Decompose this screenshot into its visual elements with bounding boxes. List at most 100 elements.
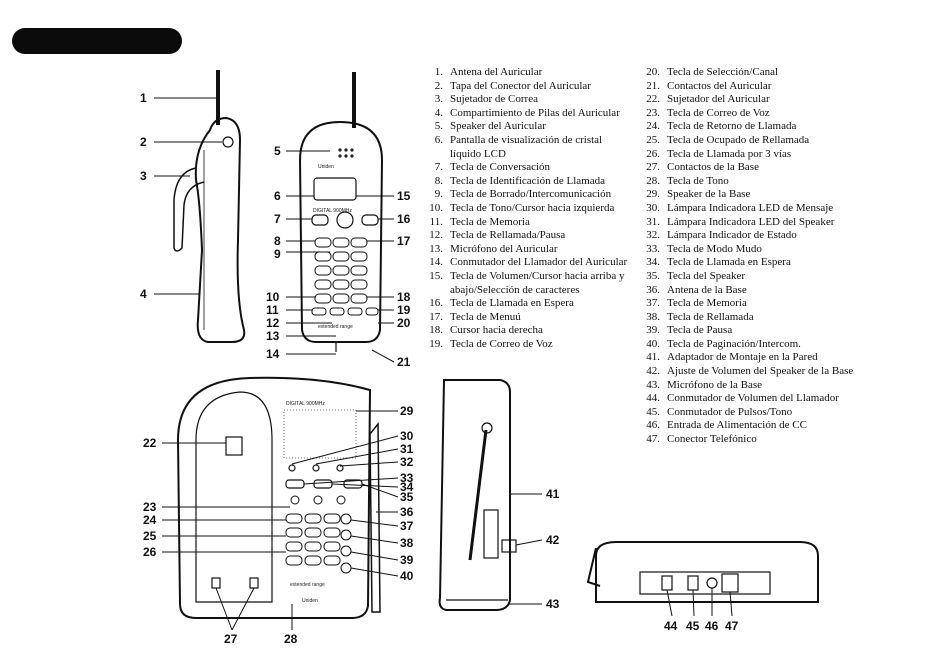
callout-27: 27 (224, 632, 238, 646)
parts-list-text: Tecla de Retorno de Llamada (667, 120, 797, 133)
callout-13: 13 (266, 329, 280, 343)
parts-list-number: 47. (646, 433, 660, 446)
parts-list-text: Tecla de Paginación/Intercom. (667, 337, 801, 350)
parts-list-text: Speaker del Auricular (450, 120, 546, 133)
parts-list-text: Lámpara Indicador de Estado (667, 229, 797, 242)
parts-list-number: 41. (646, 351, 660, 364)
parts-list-number: 7. (434, 161, 443, 174)
parts-list-number: 9. (434, 188, 443, 201)
parts-list-number: 22. (646, 93, 660, 106)
callout-36: 36 (400, 505, 414, 519)
parts-list-item: 29.Speaker de la Base (640, 188, 870, 202)
callout-12: 12 (266, 316, 280, 330)
parts-list-number: 37. (646, 297, 660, 310)
parts-list-item: 30.Lámpara Indicadora LED de Mensaje (640, 202, 870, 216)
parts-list-number: 34. (646, 256, 660, 269)
parts-list-text: Cursor hacia derecha (450, 324, 543, 337)
parts-list-number: 23. (646, 106, 660, 119)
parts-list-item: 3. Sujetador de Correa (423, 93, 643, 107)
parts-list-item: 25.Tecla de Ocupado de Rellamada (640, 134, 870, 148)
parts-list-text: Tecla de Selección/Canal (667, 66, 779, 78)
callout-9: 9 (274, 247, 281, 261)
parts-list-item: 32.Lámpara Indicador de Estado (640, 229, 870, 243)
callout-45: 45 (686, 619, 700, 633)
callout-4: 4 (140, 287, 147, 301)
callout-11: 11 (266, 303, 279, 317)
callout-18: 18 (397, 290, 411, 304)
parts-list-item: 1.Antena del Auricular (423, 66, 643, 80)
parts-list-item: 17.Tecla de Menuú (423, 311, 643, 325)
parts-list-number: 40. (646, 337, 660, 350)
parts-list-item: 27.Contactos de la Base (640, 161, 870, 175)
parts-list-item: 47. Conector Telefónico (640, 433, 870, 447)
parts-list-item: 33.Tecla de Modo Mudo (640, 243, 870, 257)
parts-list-text: Tecla de Memoria (667, 297, 747, 310)
base-front-view: DIGITAL 900MHz extended range Uniden (176, 376, 381, 619)
callout-7: 7 (274, 212, 281, 226)
parts-list-number: 4. (434, 106, 443, 119)
parts-list-number: 20. (646, 66, 660, 78)
parts-list-number: 3. (434, 93, 443, 106)
parts-list-item: 20. Tecla de Selección/Canal (640, 66, 870, 80)
parts-list-text: Contactos del Auricular (667, 79, 772, 92)
parts-list-text: Tecla de Menuú (450, 310, 521, 323)
parts-list-number: 21. (646, 79, 660, 92)
parts-list-text: Tecla de Identificación de Llamada (450, 174, 605, 187)
callout-2: 2 (140, 135, 147, 149)
parts-list-text: Conector Telefónico (667, 433, 757, 446)
callout-leaders (154, 97, 733, 631)
callout-34: 34 (400, 480, 414, 494)
parts-list-number: 45. (646, 405, 660, 418)
callout-41: 41 (546, 487, 560, 501)
callout-21: 21 (397, 355, 411, 369)
base-range-label: extended range (290, 582, 325, 588)
callout-29: 29 (400, 404, 414, 418)
parts-list-item: 8. Tecla de Identificación de Llamada (423, 175, 643, 189)
parts-list-number: 6. (434, 133, 443, 146)
parts-list-item: 11.Tecla de Memoria (423, 216, 643, 230)
parts-list-text: Conmutador del Llamador del Auricular (450, 256, 628, 269)
parts-list-text: Lámpara Indicadora LED de Mensaje (667, 201, 834, 214)
parts-list-number: 12. (429, 229, 443, 242)
parts-list-item: 36.Antena de la Base (640, 284, 870, 298)
parts-list-text: Antena de la Base (667, 283, 747, 296)
parts-list-number: 15. (429, 269, 443, 282)
parts-list-text: Speaker de la Base (667, 188, 751, 201)
callout-1: 1 (140, 91, 147, 105)
parts-list-text: Tecla de Llamada en Espera (667, 256, 791, 269)
parts-list-item: 6.Pantalla de visualización de cristal (423, 134, 643, 148)
parts-list-text: Contactos de la Base (667, 161, 759, 174)
parts-list-item: 22.Sujetador del Auricular (640, 93, 870, 107)
parts-list-item: 9.Tecla de Borrado/Intercomunicación (423, 188, 643, 202)
parts-list-item: 13.Micrófono del Auricular (423, 243, 643, 257)
parts-list-item: 24.Tecla de Retorno de Llamada (640, 120, 870, 134)
parts-list-text: Tecla de Rellamada (667, 310, 754, 323)
parts-list-text: Antena del Auricular (450, 66, 543, 78)
callout-47: 47 (725, 619, 739, 633)
parts-list-number: 13. (429, 242, 443, 255)
parts-list-item: 12. Tecla de Rellamada/Pausa (423, 229, 643, 243)
callout-46: 46 (705, 619, 719, 633)
callout-24: 24 (143, 513, 157, 527)
callout-32: 32 (400, 455, 414, 469)
parts-list-text: Sujetador de Correa (450, 93, 538, 106)
parts-list-text: Tecla de Tono (667, 174, 729, 187)
handset-range-label: extended range (318, 324, 353, 330)
parts-list-item: 26.Tecla de Llamada por 3 vías (640, 148, 870, 162)
parts-list-item: 21. Contactos del Auricular (640, 80, 870, 94)
parts-list-item: 28.Tecla de Tono (640, 175, 870, 189)
parts-list-text: Tecla de Rellamada/Pausa (450, 229, 566, 242)
callout-5: 5 (274, 144, 281, 158)
parts-list-right: 20. Tecla de Selección/Canal 21. Contactos … (640, 66, 870, 447)
base-rear-view (586, 541, 819, 603)
parts-list-number: 42. (646, 365, 660, 378)
parts-list-number: 18. (429, 324, 443, 337)
parts-list-item: 2.Tapa del Conector del Auricular (423, 80, 643, 94)
parts-list-number: 5. (434, 120, 443, 133)
parts-list-text: Tecla de Llamada por 3 vías (667, 147, 792, 160)
callout-30: 30 (400, 429, 414, 443)
parts-list-number: 8. (434, 174, 443, 187)
parts-list-number: 46. (646, 419, 660, 432)
callout-35: 35 (400, 490, 414, 504)
